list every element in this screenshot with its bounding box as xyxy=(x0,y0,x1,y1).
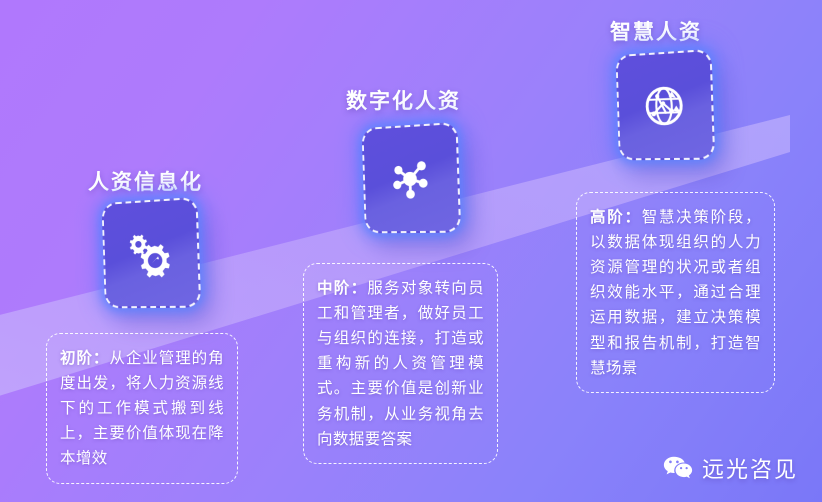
stage-description-2: 中阶：服务对象转向员工和管理者，做好员工与组织的连接，打造或重构新的人资管理模式… xyxy=(303,263,498,464)
stage-title-2: 数字化人资 xyxy=(346,89,461,113)
stage-body-2: 服务对象转向员工和管理者，做好员工与组织的连接，打造或重构新的人资管理模式。主要… xyxy=(317,280,484,448)
stage-lead-1: 初阶： xyxy=(60,350,110,367)
wechat-icon xyxy=(663,455,693,481)
stage-body-1: 从企业管理的角度出发，将人力资源线下的工作模式搬到线上，主要价值体现在降本增效 xyxy=(60,350,224,468)
brand-name: 远光咨见 xyxy=(701,457,798,482)
brand-footer: 远光咨见 xyxy=(663,452,798,484)
stage-lead-2: 中阶： xyxy=(317,280,368,297)
stage-title-1: 人资信息化 xyxy=(88,170,203,194)
stage-description-1: 初阶：从企业管理的角度出发，将人力资源线下的工作模式搬到线上，主要价值体现在降本… xyxy=(46,333,238,484)
stage-title-3: 智慧人资 xyxy=(610,20,702,44)
stage-icon-card-2[interactable] xyxy=(361,121,462,234)
stage-icon-card-1[interactable] xyxy=(101,196,202,309)
network-hub-icon xyxy=(384,151,438,207)
stage-icon-card-3[interactable] xyxy=(615,48,716,161)
gears-icon xyxy=(124,226,178,282)
stage-body-3: 智慧决策阶段，以数据体现组织的人力资源管理的状况或者组织效能水平，通过合理运用数… xyxy=(590,209,761,377)
stage-lead-3: 高阶： xyxy=(590,209,642,226)
stage-description-3: 高阶：智慧决策阶段，以数据体现组织的人力资源管理的状况或者组织效能水平，通过合理… xyxy=(576,192,775,393)
globe-network-icon xyxy=(638,78,692,134)
